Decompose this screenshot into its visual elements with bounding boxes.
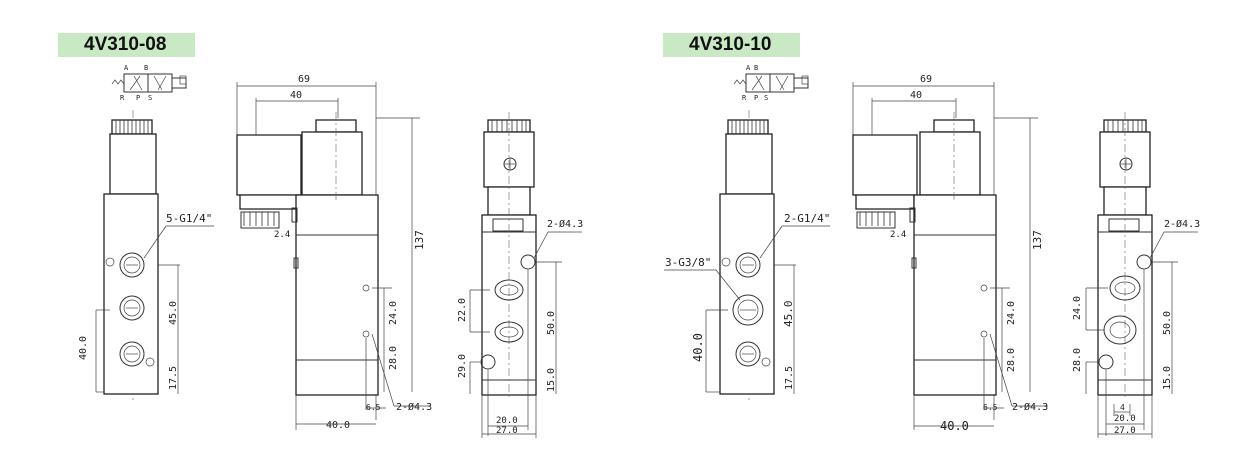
mounting-hole — [1098, 354, 1114, 370]
mounting-hole — [520, 254, 536, 270]
port-thread-label: 5-G1/4" — [166, 212, 212, 225]
connector-plug — [852, 134, 918, 196]
mounting-hole — [480, 354, 496, 370]
dim-height: 137 — [413, 230, 426, 250]
port-1 — [735, 252, 761, 278]
model-badge-4v310-10: 4V310-10 — [663, 33, 800, 57]
dim-17-5: 17.5 — [784, 366, 795, 390]
dim-15: 15.0 — [546, 368, 557, 392]
model-badge-4v310-08: 4V310-08 — [58, 33, 195, 57]
port-label-b: B — [754, 64, 758, 72]
mounting-hole — [105, 257, 115, 267]
dim-28: 28.0 — [1072, 348, 1083, 372]
dim-40: 40.0 — [78, 336, 89, 360]
port-thread-label: 2-G1/4" — [784, 212, 830, 225]
dim-17-5: 17.5 — [168, 366, 179, 390]
port-label-b: B — [144, 64, 148, 72]
dim-base-width: 40.0 — [326, 420, 350, 431]
dim-28: 28.0 — [388, 346, 399, 370]
dim-22: 22.0 — [457, 298, 468, 322]
port-label-p: P — [136, 94, 140, 102]
dim-coil-width: 40 — [910, 90, 922, 101]
spring-icon — [111, 79, 125, 85]
port-3 — [119, 341, 145, 367]
spring-icon — [733, 79, 747, 85]
dim-50: 50.0 — [546, 311, 557, 335]
port-oval — [1109, 275, 1141, 301]
dim-45: 45.0 — [782, 301, 795, 328]
dim-20: 20.0 — [1114, 414, 1136, 424]
model-4v310-08: A B R P S — [78, 64, 583, 438]
dim-45: 45.0 — [168, 301, 179, 325]
dim-24: 24.0 — [1006, 301, 1017, 325]
dim-top-width: 69 — [298, 74, 310, 85]
dim-40: 40.0 — [691, 333, 705, 362]
dim-27: 27.0 — [496, 426, 518, 436]
end-view: 2-Ø4.3 24.0 28.0 50.0 15.0 4 20.0 27.0 — [1072, 112, 1200, 438]
hole-label: 2-Ø4.3 — [1012, 401, 1048, 413]
port-3 — [735, 341, 761, 367]
dim-6-5: 6.5 — [983, 403, 998, 412]
front-view: 5-G1/4" 40.0 45.0 17.5 — [78, 110, 214, 400]
port-1 — [119, 252, 145, 278]
port-label-s: S — [148, 94, 152, 102]
dim-base-width: 40.0 — [940, 419, 969, 433]
port-label-s: S — [764, 94, 768, 102]
dim-6-5: 6.5 — [366, 403, 381, 412]
hole-label: 2-Ø4.3 — [547, 218, 583, 230]
side-view: 69 40 137 2.4 — [852, 74, 1048, 433]
mounting-hole — [1136, 254, 1152, 270]
mounting-hole — [721, 257, 731, 267]
end-view: 2-Ø4.3 22.0 29.0 50.0 15.0 20.0 27.0 — [457, 112, 583, 438]
dim-offset: 2.4 — [890, 230, 906, 240]
dim-offset: 2.4 — [274, 230, 290, 240]
port-oval — [494, 321, 524, 343]
dim-coil-width: 40 — [290, 90, 302, 101]
port-label-a: A — [746, 64, 751, 72]
dim-height: 137 — [1031, 230, 1044, 250]
port-2 — [119, 295, 145, 321]
valve-symbol: A B R P S — [111, 64, 187, 102]
dim-50: 50.0 — [1162, 311, 1173, 335]
connector-plug — [236, 134, 302, 196]
hole-label: 2-Ø4.3 — [1164, 218, 1200, 230]
mounting-hole — [761, 357, 771, 367]
port-thread-label-2: 3-G3/8" — [665, 256, 711, 269]
dim-20: 20.0 — [496, 416, 518, 426]
port-label-p: P — [754, 94, 758, 102]
front-view: 2-G1/4" 3-G3/8" 40.0 45.0 17.5 — [664, 110, 830, 400]
dim-28: 28.0 — [1006, 348, 1017, 372]
side-view: 69 40 137 2.4 — [236, 74, 432, 431]
dim-29: 29.0 — [457, 354, 468, 378]
port-oval — [494, 279, 524, 301]
model-4v310-10: A B R P S — [664, 64, 1200, 438]
hole-label: 2-Ø4.3 — [396, 401, 432, 413]
mounting-hole — [145, 357, 155, 367]
port-label-a: A — [124, 64, 129, 72]
port-label-r: R — [742, 94, 747, 102]
port-label-r: R — [120, 94, 125, 102]
valve-symbol: A B R P S — [733, 64, 809, 102]
dim-4: 4 — [1120, 403, 1125, 412]
port-2-large — [732, 294, 764, 326]
dim-top-width: 69 — [920, 74, 932, 85]
dim-24: 24.0 — [1072, 296, 1083, 320]
dim-15: 15.0 — [1162, 366, 1173, 390]
dim-27: 27.0 — [1114, 426, 1136, 436]
dim-24: 24.0 — [388, 301, 399, 325]
